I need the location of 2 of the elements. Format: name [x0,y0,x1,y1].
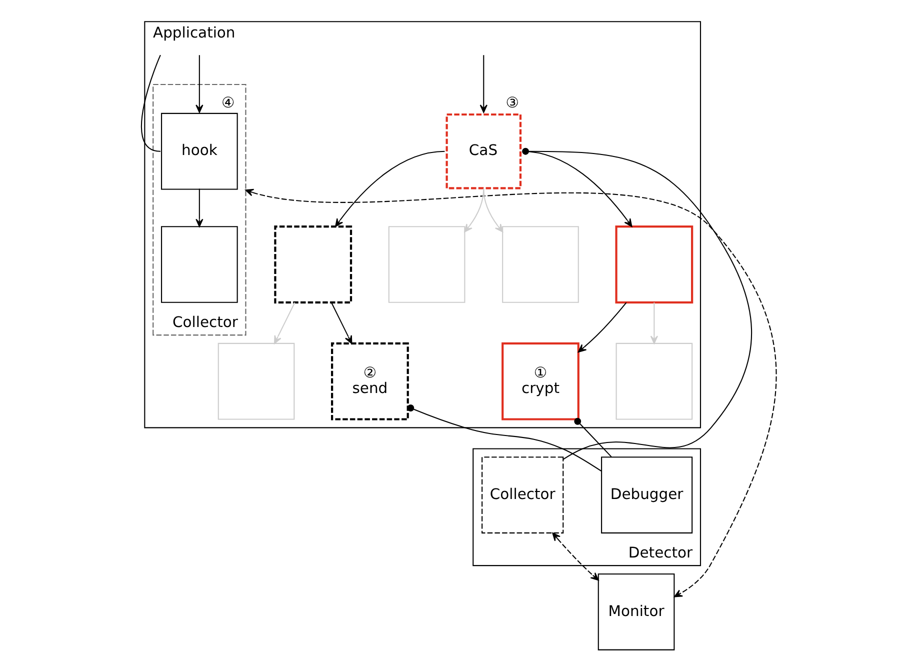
node-label: ③ [505,94,518,111]
node-label: ④ [221,94,234,111]
